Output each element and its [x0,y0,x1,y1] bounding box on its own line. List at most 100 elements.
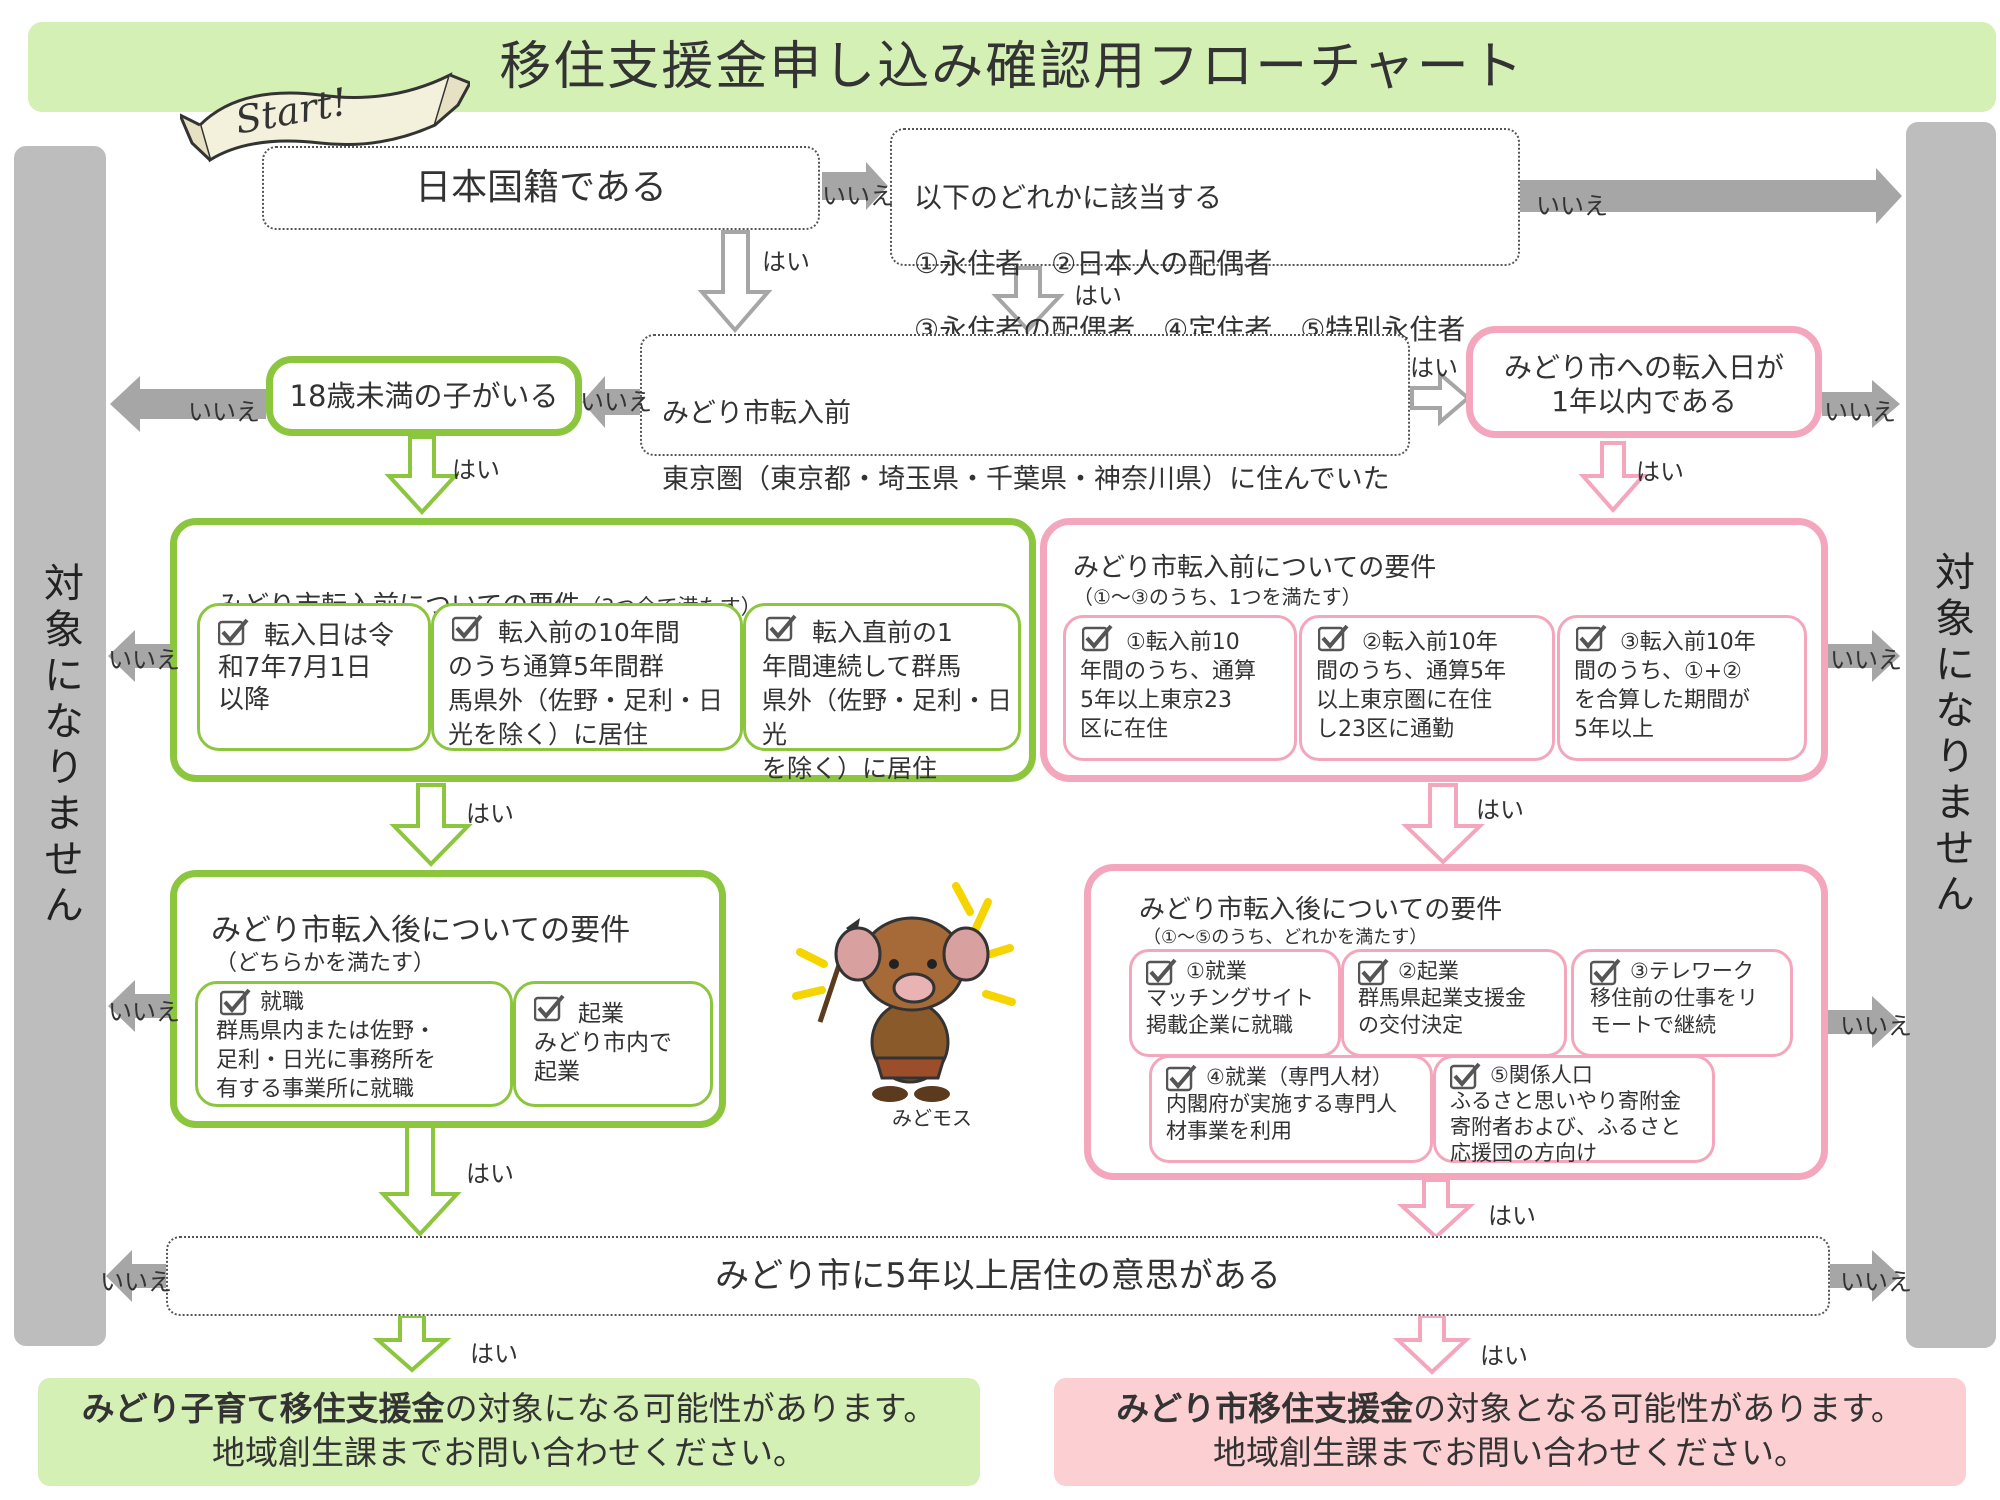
label-no-2: いいえ [1536,192,1608,220]
green-post-item-2: 起業 みどり市内で 起業 [513,981,713,1107]
label-no-6: いいえ [108,646,180,674]
label-no-11: いいえ [1840,1268,1912,1296]
pink-post-item-4: ④就業（専門人材） 内閣府が実施する専門人 材事業を利用 [1149,1055,1433,1163]
mascot-boar-icon [792,882,1016,1102]
side-label-right: 対象になりません [1928,551,1974,919]
node-within-one-year: みどり市への転入日が 1年以内である [1466,326,1822,438]
tokyo-line-1: みどり市転入前 [662,398,851,429]
result-green-line2: 地域創生課までお問い合わせください。 [212,1433,806,1472]
side-not-eligible-left: 対象になりません [14,146,106,1346]
label-yes-7: はい [1476,796,1524,824]
arrow-down-7 [378,1121,462,1237]
arrow-no-five-left [106,1250,168,1302]
result-green-rest: の対象になる可能性があります。 [444,1389,937,1428]
arrow-down-4 [1578,441,1648,514]
arrow-right-yes [1410,369,1472,427]
arrow-no-child [110,376,266,432]
result-pink: みどり市移住支援金の対象となる可能性があります。 地域創生課までお問い合わせくだ… [1054,1378,1966,1486]
arrow-down-5 [389,783,473,867]
arrow-no-green-pre [108,630,170,682]
pink-pre-item-2: ②転入前10年 間のうち、通算5年 以上東京圏に在住 し23区に通勤 [1299,615,1555,761]
pink-post-title: みどり市転入後についての要件 [1139,895,1503,925]
arrow-down-1 [697,230,773,334]
arrow-no-status [1520,168,1902,224]
status-line-2: ①永住者 ②日本人の配偶者 [914,247,1273,280]
label-yes-6: はい [466,800,514,828]
green-post-requirements: みどり市転入後についての要件 （どちらかを満たす） 就職 群馬県内または佐野・ … [170,870,726,1128]
label-no-9: いいえ [1840,1012,1912,1040]
node-five-years: みどり市に5年以上居住の意思がある [166,1236,1830,1316]
start-banner: Start! [180,55,470,165]
green-pre-item-1: 転入日は令 和7年7月1日 以降 [197,603,431,751]
pink-post-item-3: ③テレワーク 移住前の仕事をリ モートで継続 [1571,949,1793,1057]
arrow-down-10 [1392,1314,1472,1375]
mascot: みどモス [780,872,1040,1132]
arrow-no-tokyo [582,376,640,428]
arrow-down-2 [991,266,1065,333]
green-post-item-1: 就職 群馬県内または佐野・ 足利・日光に事務所を 有する事業所に就職 [195,981,513,1107]
pink-pre-item-2-text: ②転入前10年 間のうち、通算5年 以上東京圏に在住 し23区に通勤 [1316,630,1506,742]
arrow-down-8 [1396,1178,1476,1240]
side-label-left: 対象になりません [37,562,83,930]
green-pre-requirements: みどり市転入前についての要件（3つ全て満たす） 転入日は令 和7年7月1日 以降… [170,518,1036,783]
label-no-5: いいえ [1824,398,1896,426]
pink-post-item-1: ①就業 マッチングサイト 掲載企業に就職 [1129,949,1341,1057]
label-no-4: いいえ [580,388,652,416]
result-green-bold: みどり子育て移住支援金 [81,1389,445,1428]
green-post-note: （どちらかを満たす） [215,951,436,976]
arrow-no-green-post [108,980,170,1032]
pink-post-item-1-text: ①就業 マッチングサイト 掲載企業に就職 [1146,959,1314,1037]
label-no-8: いいえ [108,998,180,1026]
arrow-no-year [1822,380,1900,428]
green-pre-item-3: 転入直前の1 年間連続して群馬 県外（佐野・足利・日光 を除く）に居住 [743,603,1021,783]
node-nationality: 日本国籍である [262,146,820,230]
label-yes-3: はい [1410,354,1458,382]
label-yes-1: はい [762,248,810,276]
pink-pre-requirements: みどり市転入前についての要件 （①〜③のうち、1つを満たす） ①転入前10 年間… [1040,518,1828,782]
tokyo-line-2: 東京圏（東京都・埼玉県・千葉県・神奈川県）に住んでいた [662,464,1390,495]
pink-pre-item-3: ③転入前10年 間のうち、①+② を合算した期間が 5年以上 [1557,615,1807,761]
node-residence-status: 以下のどれかに該当する ①永住者 ②日本人の配偶者 ③永住者の配偶者 ④定住者 … [890,128,1520,346]
arrow-down-6 [1401,783,1485,865]
label-yes-10: はい [470,1340,518,1368]
label-yes-11: はい [1480,1342,1528,1370]
label-yes-8: はい [466,1160,514,1188]
label-yes-2: はい [1074,282,1122,310]
arrow-no-pink-pre [1828,630,1900,682]
label-yes-4: はい [452,456,500,484]
green-post-title: みどり市転入後についての要件 [211,913,631,948]
arrow-no-nationality [822,162,888,210]
pink-pre-item-1: ①転入前10 年間のうち、通算 5年以上東京23 区に在住 [1063,615,1297,761]
arrow-down-9 [372,1314,452,1373]
green-post-item-2-text: 起業 みどり市内で 起業 [534,1001,672,1085]
label-no-3: いいえ [188,398,260,426]
green-post-item-1-text: 就職 群馬県内または佐野・ 足利・日光に事務所を 有する事業所に就職 [216,990,437,1102]
arrow-no-five-right [1830,1250,1900,1302]
pink-post-item-3-text: ③テレワーク 移住前の仕事をリ モートで継続 [1590,959,1758,1037]
arrow-down-3 [384,435,460,515]
label-no-1: いいえ [822,182,894,210]
green-pre-item-2-text: 転入前の10年間 のうち通算5年間群 馬県外（佐野・足利・日 光を除く）に居住 [448,618,724,749]
green-pre-item-3-text: 転入直前の1 年間連続して群馬 県外（佐野・足利・日光 を除く）に居住 [762,618,1013,783]
label-yes-5: はい [1636,458,1684,486]
result-green: みどり子育て移住支援金の対象になる可能性があります。 地域創生課までお問い合わせ… [38,1378,980,1486]
pink-pre-item-1-text: ①転入前10 年間のうち、通算 5年以上東京23 区に在住 [1080,630,1257,742]
pink-pre-note: （①〜③のうち、1つを満たす） [1073,585,1362,609]
label-no-7: いいえ [1830,646,1902,674]
pink-post-item-4-text: ④就業（専門人材） 内閣府が実施する専門人 材事業を利用 [1166,1065,1397,1143]
pink-post-item-5: ⑤関係人口 ふるさと思いやり寄附金 寄附者および、ふるさと 応援団の方向け [1433,1055,1715,1165]
status-line-1: 以下のどれかに該当する [914,181,1223,214]
side-not-eligible-right: 対象になりません [1906,122,1996,1348]
label-no-10: いいえ [100,1268,172,1296]
result-pink-rest: の対象となる可能性があります。 [1413,1389,1904,1428]
pink-post-note: （①〜⑤のうち、どれかを満たす） [1143,927,1428,948]
pink-post-requirements: みどり市転入後についての要件 （①〜⑤のうち、どれかを満たす） ①就業 マッチン… [1084,864,1828,1180]
pink-post-item-2: ②起業 群馬県起業支援金 の交付決定 [1341,949,1567,1057]
node-tokyo-area: みどり市転入前 東京圏（東京都・埼玉県・千葉県・神奈川県）に住んでいた [640,334,1410,495]
pink-pre-title: みどり市転入前についての要件 [1073,553,1437,583]
green-pre-item-1-text: 転入日は令 和7年7月1日 以降 [218,621,395,715]
node-child-under-18: 18歳未満の子がいる [266,356,582,436]
result-pink-bold: みどり市移住支援金 [1116,1389,1414,1428]
label-yes-9: はい [1488,1202,1536,1230]
